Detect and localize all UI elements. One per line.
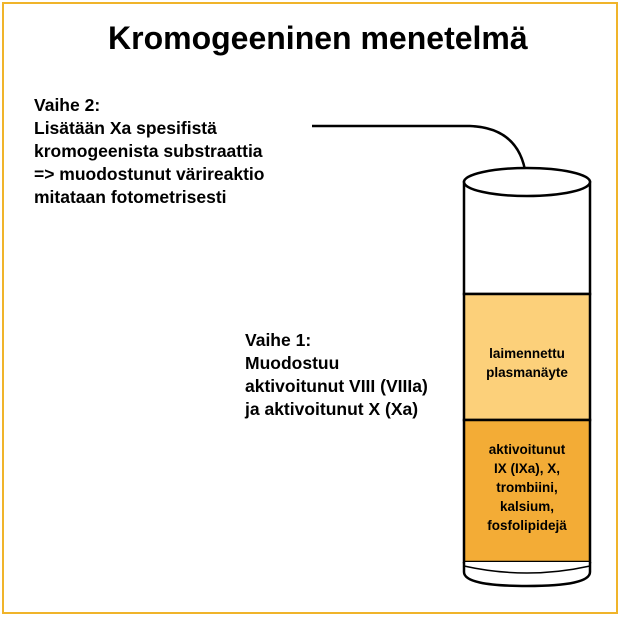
upper-layer-line: plasmanäyte <box>486 365 568 380</box>
step-1-line: Muodostuu <box>245 353 340 373</box>
lower-layer-line: IX (IXa), X, <box>493 461 561 476</box>
upper-layer-label: laimennettu plasmanäyte <box>464 344 590 382</box>
lower-layer-line: fosfolipidejä <box>487 518 567 533</box>
upper-layer-line: laimennettu <box>489 346 565 361</box>
step-1-heading: Vaihe 1: <box>245 330 312 350</box>
step-2-heading: Vaihe 2: <box>34 95 101 115</box>
arrow-line <box>312 124 528 177</box>
lower-layer-line: kalsium, <box>499 499 555 514</box>
tube-rim <box>462 166 592 198</box>
step-1-line: aktivoitunut VIII (VIIIa) <box>245 376 428 396</box>
test-tube <box>462 166 592 588</box>
step-2-line: => muodostunut värireaktio <box>34 164 265 184</box>
lower-layer-label: aktivoitunut IX (IXa), X, trombiini, kal… <box>464 440 590 535</box>
tube-empty-section <box>462 180 592 296</box>
step-2-line: kromogeenista substraattia <box>34 141 263 161</box>
diagram-title: Kromogeeninen menetelmä <box>108 20 528 56</box>
tube-lower-layer <box>462 418 592 564</box>
tube-bottom-ring <box>463 565 591 574</box>
step-2-line: mitataan fotometrisesti <box>34 187 227 207</box>
tube-upper-layer <box>462 292 592 422</box>
diagram-frame <box>2 2 618 614</box>
lower-layer-line: trombiini, <box>496 480 558 495</box>
step-1-text: Vaihe 1: Muodostuu aktivoitunut VIII (VI… <box>245 329 428 421</box>
tube-bottom <box>462 562 592 588</box>
step-2-text: Vaihe 2: Lisätään Xa spesifistä kromogee… <box>34 94 264 209</box>
step-1-line: ja aktivoitunut X (Xa) <box>245 399 419 419</box>
lower-layer-line: aktivoitunut <box>488 442 566 457</box>
step-2-line: Lisätään Xa spesifistä <box>34 118 217 138</box>
